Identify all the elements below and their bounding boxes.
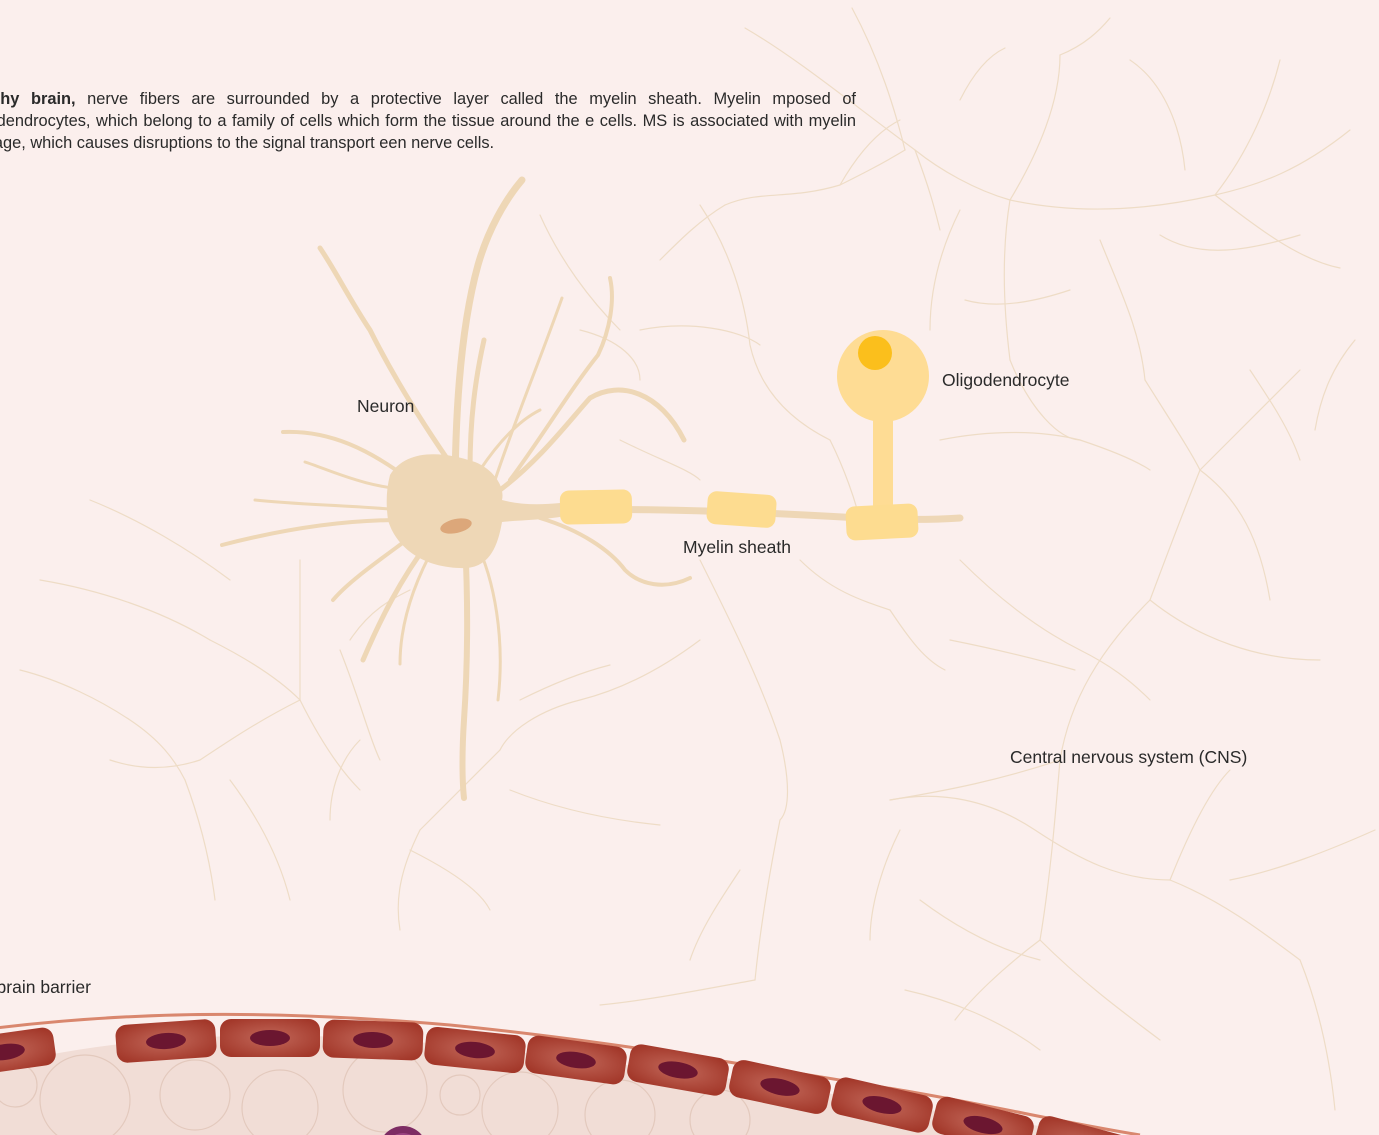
glial-network (20, 8, 1375, 1110)
intro-paragraph: healthy brain, nerve fibers are surround… (0, 88, 856, 154)
neuron (222, 180, 690, 798)
myelin-segment (706, 491, 777, 529)
myelin-sheaths (560, 489, 919, 540)
myelin-segment (560, 489, 633, 524)
myelin-segment (845, 503, 919, 541)
cns-label: Central nervous system (CNS) (1010, 747, 1247, 768)
oligodendrocyte-label: Oligodendrocyte (942, 370, 1069, 391)
intro-text: nerve fibers are surrounded by a protect… (0, 90, 856, 152)
oligodendrocyte-nucleus (858, 336, 892, 370)
intro-bold: healthy brain, (0, 90, 76, 108)
myelin-sheath-label: Myelin sheath (683, 537, 791, 558)
neuron-label: Neuron (357, 396, 414, 417)
blood-brain-barrier-label: d-brain barrier (0, 977, 91, 998)
